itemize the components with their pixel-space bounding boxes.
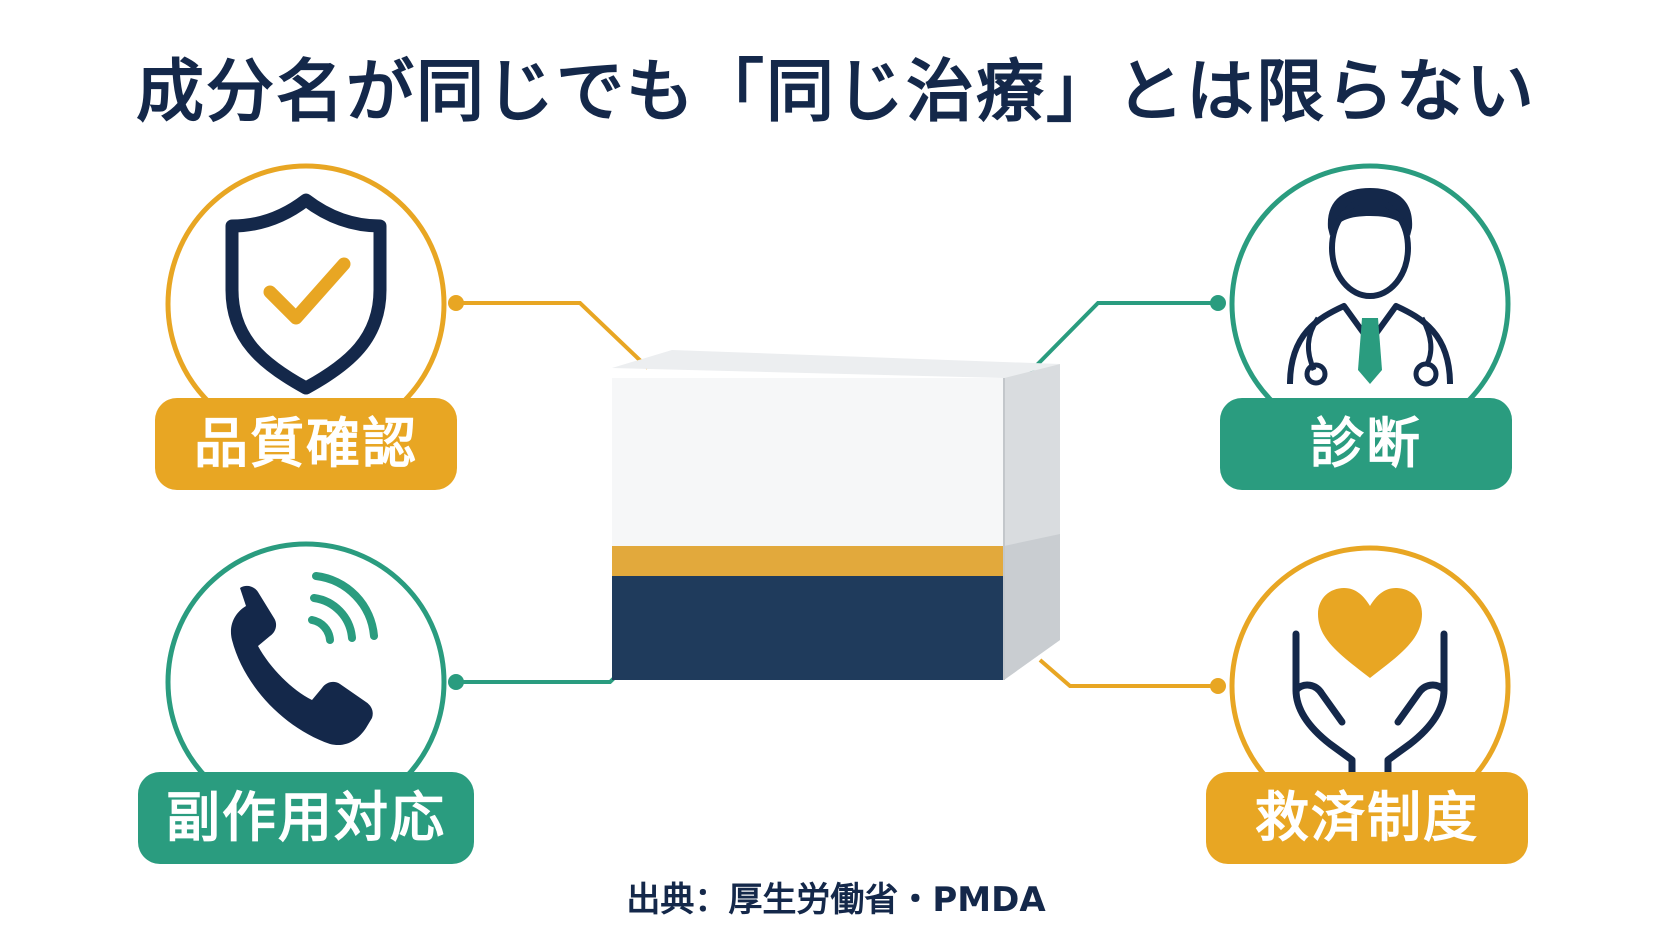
label-side-effects: 副作用対応 bbox=[138, 772, 474, 864]
connector-relief bbox=[1038, 658, 1226, 694]
source-citation: 出典：厚生労働省・PMDA bbox=[626, 880, 1046, 920]
hands-heart-icon bbox=[1292, 588, 1448, 788]
label-quality: 品質確認 bbox=[155, 398, 457, 490]
page-title: 成分名が同じでも「同じ治療」とは限らない bbox=[135, 53, 1536, 132]
doctor-icon bbox=[1287, 188, 1453, 387]
medicine-box-icon bbox=[612, 350, 1060, 680]
phone-icon bbox=[230, 572, 378, 746]
shield-check-icon bbox=[225, 193, 387, 395]
connector-quality bbox=[448, 295, 650, 370]
connector-diagnosis bbox=[1028, 295, 1226, 374]
label-diagnosis: 診断 bbox=[1220, 398, 1512, 490]
label-relief: 救済制度 bbox=[1206, 772, 1528, 864]
